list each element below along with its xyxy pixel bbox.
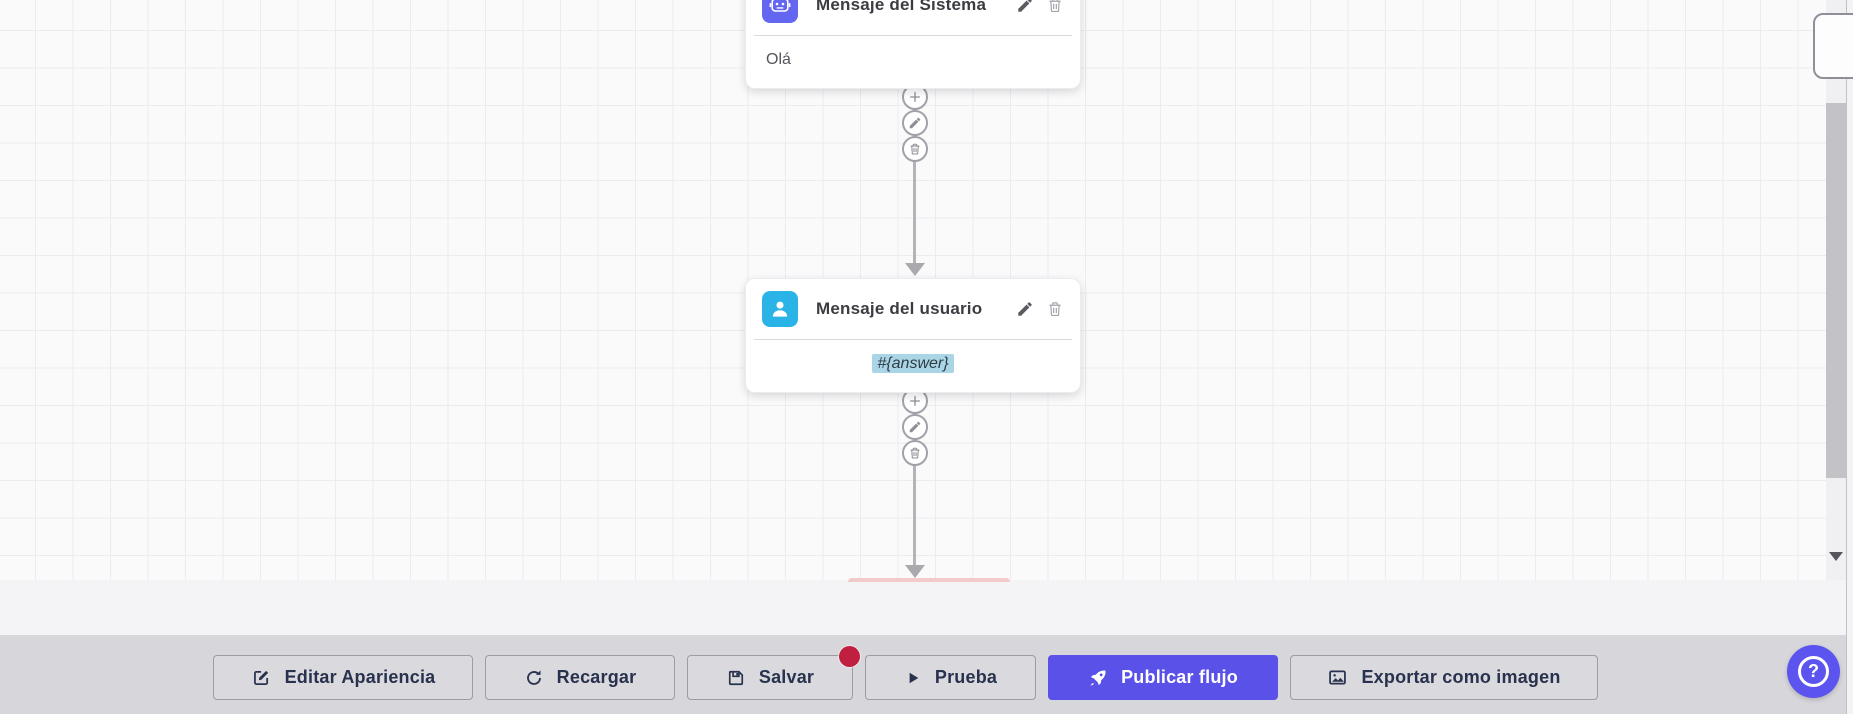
bottom-toolbar: Editar Apariencia Recargar Salvar xyxy=(0,635,1853,714)
button-label: Salvar xyxy=(758,667,815,687)
rocket-icon xyxy=(1088,668,1108,688)
test-button[interactable]: Prueba xyxy=(865,655,1036,700)
robot-icon xyxy=(762,0,798,23)
reload-button[interactable]: Recargar xyxy=(485,655,675,700)
publish-flow-button[interactable]: Publicar flujo xyxy=(1048,655,1278,700)
flow-canvas[interactable]: Mensaje del Sistema Olá xyxy=(0,0,1853,582)
unsaved-changes-badge xyxy=(839,646,860,667)
trash-icon xyxy=(908,446,922,460)
scroll-down-arrow-icon[interactable] xyxy=(1829,552,1843,561)
question-mark-icon: ? xyxy=(1798,656,1829,687)
divider xyxy=(754,35,1072,36)
pencil-icon xyxy=(1016,0,1034,14)
node-system-message[interactable]: Mensaje del Sistema Olá xyxy=(745,0,1081,89)
save-button[interactable]: Salvar xyxy=(687,646,860,700)
connector-line xyxy=(913,388,916,566)
edit-icon xyxy=(251,667,272,688)
edit-node-button[interactable] xyxy=(1016,300,1034,318)
node-header: Mensaje del usuario xyxy=(746,279,1080,327)
button-label: Publicar flujo xyxy=(1121,667,1238,687)
clipped-side-panel[interactable] xyxy=(1813,13,1853,79)
delete-node-button[interactable] xyxy=(1046,0,1064,14)
connector-line xyxy=(913,82,916,263)
arrow-down-icon xyxy=(905,565,925,578)
trash-icon xyxy=(1046,300,1064,318)
plus-icon xyxy=(907,393,923,409)
edit-connection-button[interactable] xyxy=(902,110,928,136)
trash-icon xyxy=(1046,0,1064,14)
pencil-icon xyxy=(1016,300,1034,318)
help-button[interactable]: ? xyxy=(1787,645,1840,698)
divider xyxy=(754,339,1072,340)
variable-chip[interactable]: #{answer} xyxy=(872,354,954,373)
button-label: Recargar xyxy=(556,667,637,687)
refresh-icon xyxy=(524,668,544,688)
delete-connection-button[interactable] xyxy=(902,136,928,162)
node-content[interactable]: #{answer} xyxy=(746,340,1080,392)
play-icon xyxy=(904,669,922,687)
window-edge-scrollbar[interactable] xyxy=(1846,0,1853,714)
node-content[interactable]: Olá xyxy=(766,51,791,68)
pencil-icon xyxy=(908,420,922,434)
edit-appearance-button[interactable]: Editar Apariencia xyxy=(213,655,473,700)
user-icon xyxy=(762,291,798,327)
button-label: Prueba xyxy=(934,667,998,687)
save-icon xyxy=(726,668,746,688)
plus-icon xyxy=(907,89,923,105)
toolbar-buttons: Editar Apariencia Recargar Salvar xyxy=(213,646,1598,700)
pencil-icon xyxy=(908,116,922,130)
edit-node-button[interactable] xyxy=(1016,0,1034,14)
export-image-button[interactable]: Exportar como imagen xyxy=(1290,655,1598,700)
delete-node-button[interactable] xyxy=(1046,300,1064,318)
node-title: Mensaje del Sistema xyxy=(816,0,987,14)
node-title: Mensaje del usuario xyxy=(816,299,983,318)
clipped-node-top xyxy=(848,578,1010,582)
lower-band xyxy=(0,580,1853,635)
scrollbar-thumb[interactable] xyxy=(1826,103,1846,478)
node-user-message[interactable]: Mensaje del usuario #{answer} xyxy=(745,278,1081,393)
canvas-scrollbar[interactable] xyxy=(1826,0,1846,580)
button-label: Editar Apariencia xyxy=(284,667,436,687)
button-label: Exportar como imagen xyxy=(1361,667,1561,687)
image-icon xyxy=(1327,667,1348,688)
delete-connection-button[interactable] xyxy=(902,440,928,466)
arrow-down-icon xyxy=(905,263,925,276)
trash-icon xyxy=(908,142,922,156)
edit-connection-button[interactable] xyxy=(902,414,928,440)
node-header: Mensaje del Sistema xyxy=(746,0,1080,23)
